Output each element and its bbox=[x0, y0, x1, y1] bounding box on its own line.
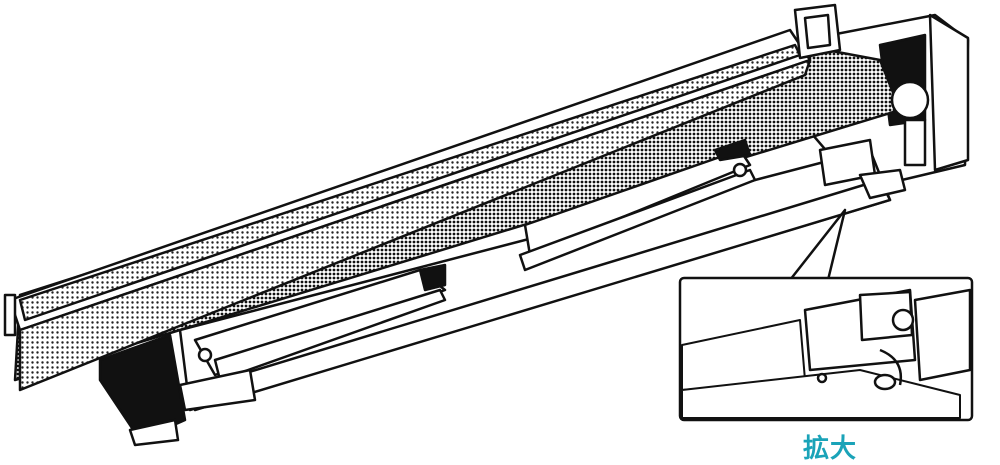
folding-arm-right bbox=[518, 138, 757, 272]
folding-arm-left bbox=[178, 263, 447, 412]
front-bar bbox=[3, 28, 812, 392]
zoom-label: 拡大 bbox=[803, 434, 858, 464]
callout-pointer bbox=[789, 208, 847, 281]
zoom-inset bbox=[678, 276, 974, 422]
wall-bracket bbox=[793, 3, 842, 60]
left-end-cap bbox=[98, 333, 187, 447]
right-mechanism bbox=[818, 80, 930, 200]
